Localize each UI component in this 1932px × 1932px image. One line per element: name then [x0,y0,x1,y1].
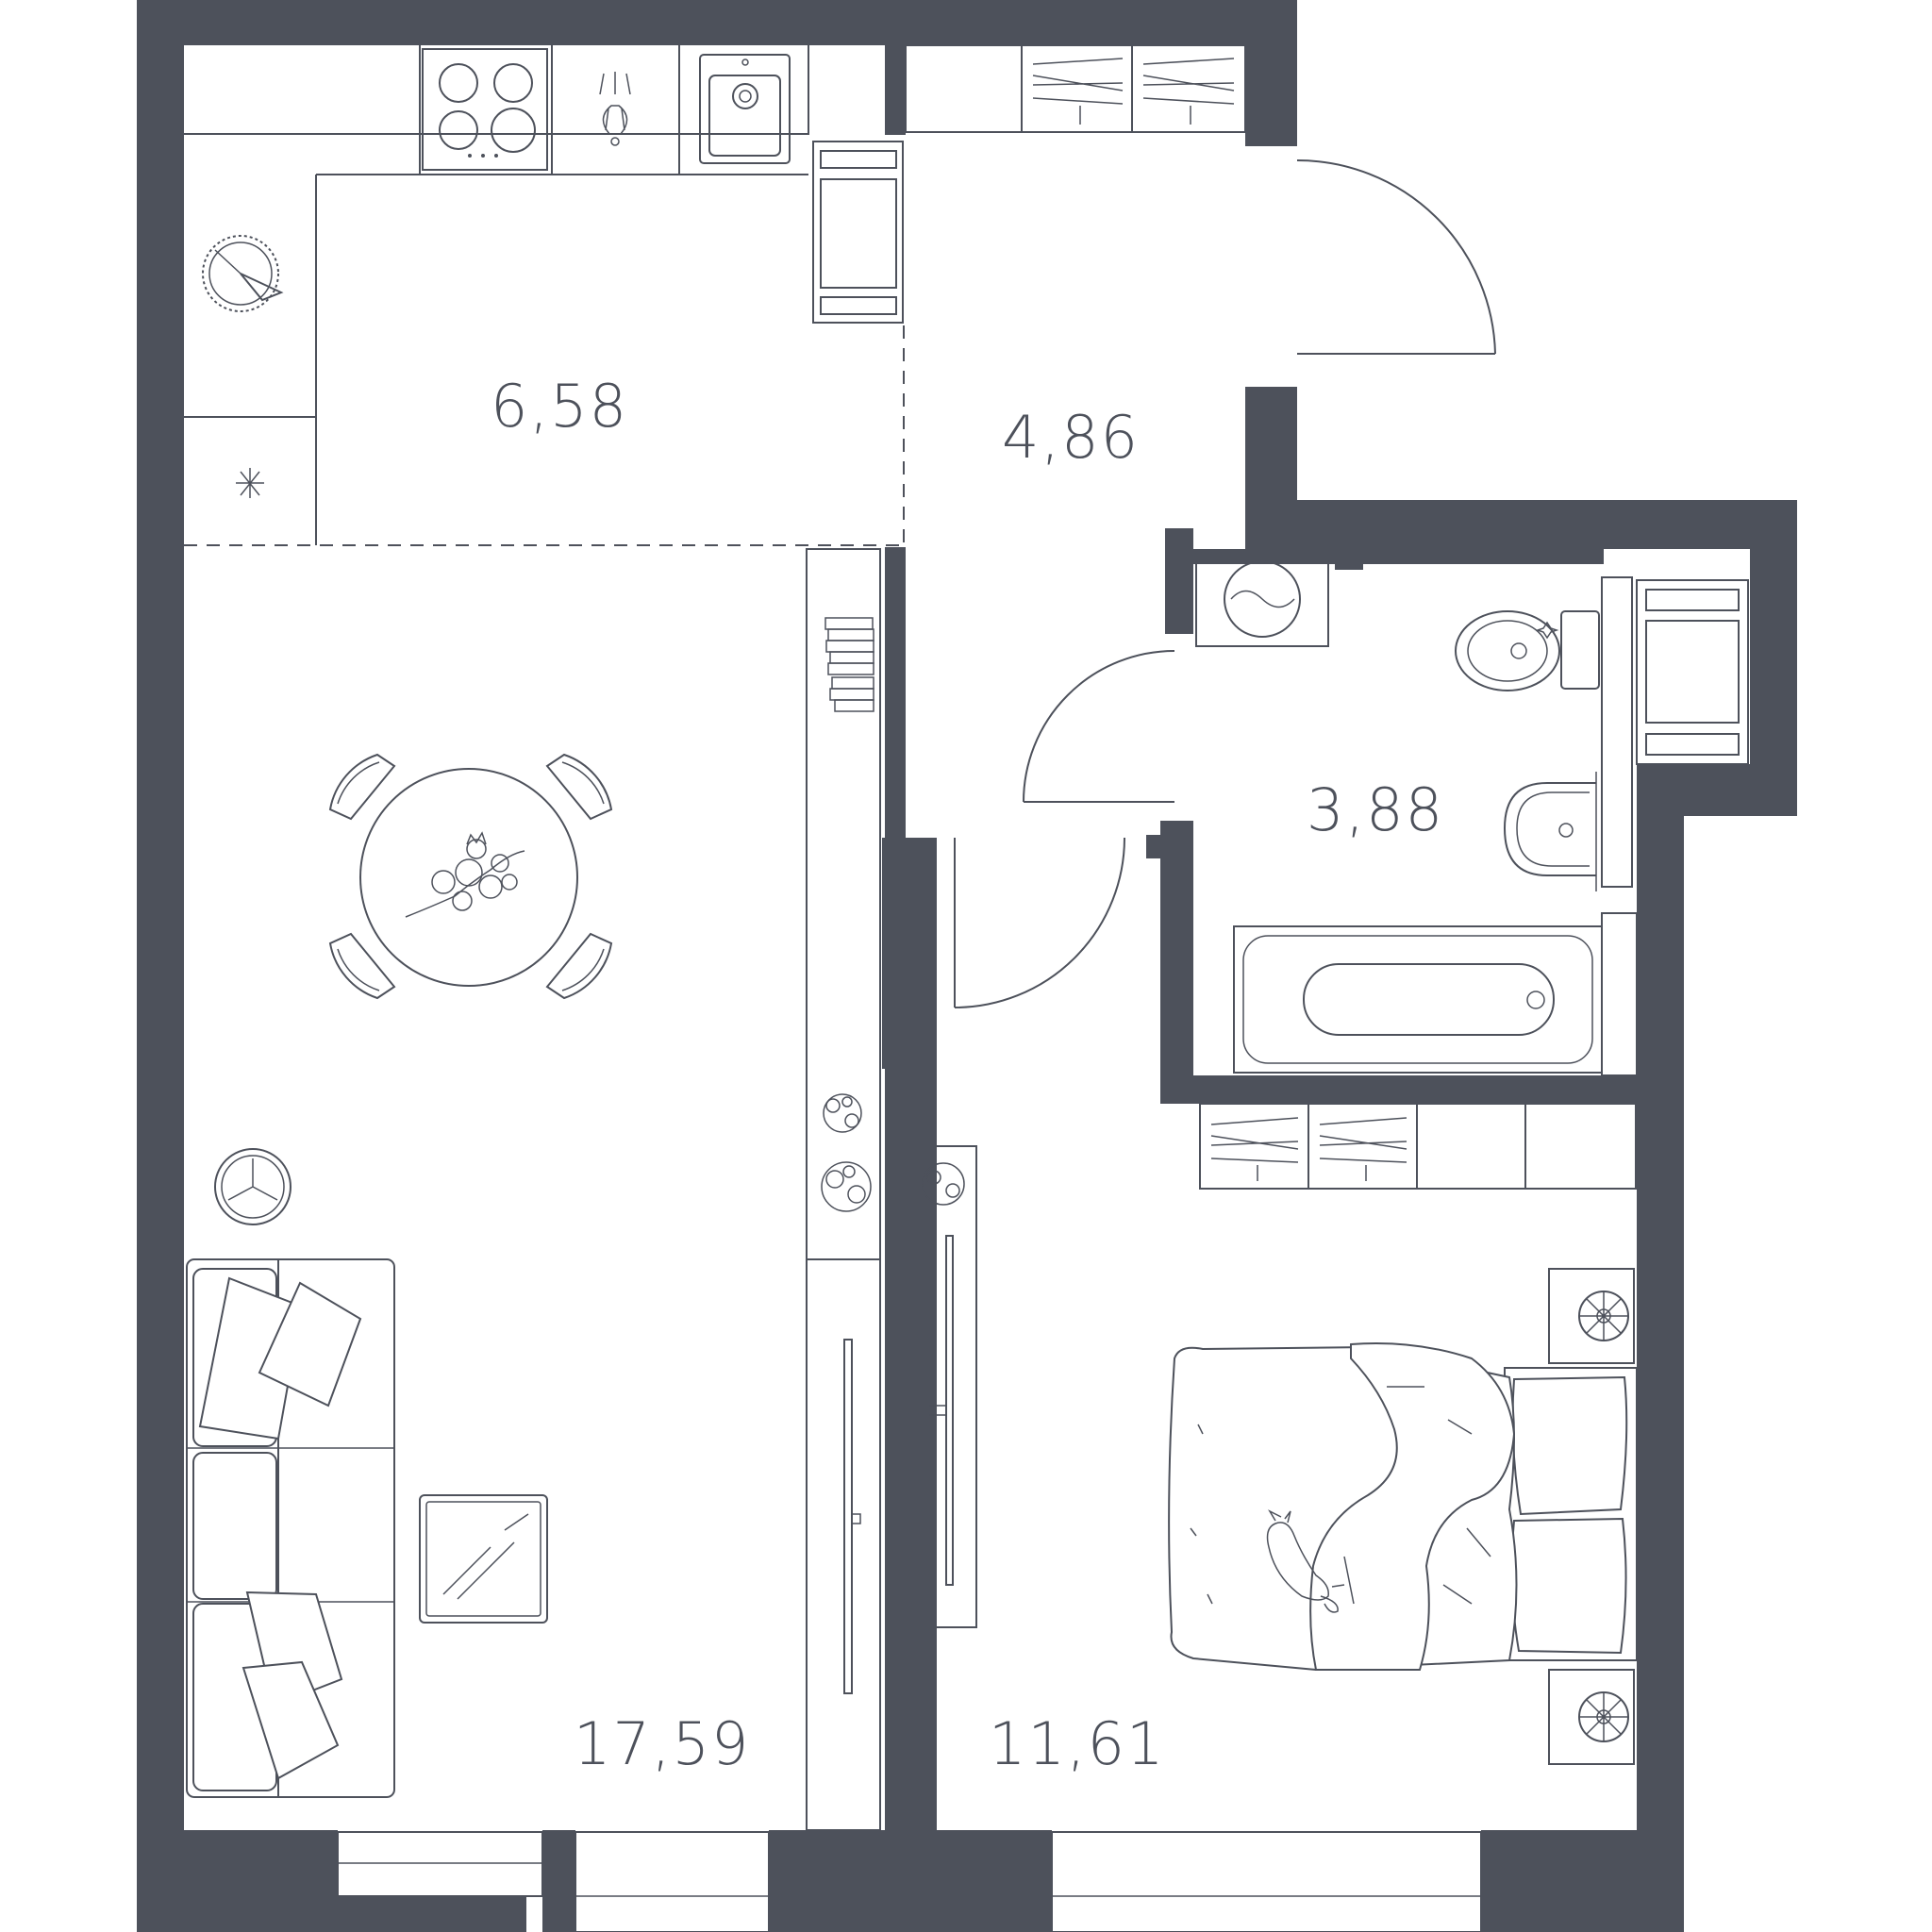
entrance-door[interactable] [1296,159,1496,355]
sink-icon [699,54,791,164]
bathroom: 3,88 [1195,551,1749,1076]
hallway: 4,86 [905,44,1496,1008]
washing-machine-icon [1195,551,1329,647]
window-living-2 [575,1831,770,1932]
kitchen-counter-outline [184,45,809,545]
living-room-area-label: 17,59 [574,1709,751,1778]
bath-sink-icon [1503,772,1597,891]
bottom-wall-1 [338,1896,526,1932]
cushion [198,1276,362,1780]
stove-icon [422,48,548,171]
plant-icon [823,1093,862,1133]
wardrobe-bedroom [1199,1103,1637,1190]
wardrobe-hall [905,44,1246,133]
bathroom-area-label: 3,88 [1307,775,1444,844]
bath-left-wall-top [1165,528,1193,634]
sparkle-icon [236,468,264,498]
bedroom: 11,61 [914,1103,1638,1778]
living-shelf [806,548,881,1831]
plant-icon [821,1161,872,1212]
bedroom-area-label: 11,61 [989,1709,1166,1778]
bathroom-door[interactable] [1023,650,1175,803]
books [824,617,874,712]
nightstand-top [1548,1268,1635,1364]
tv-icon [929,1235,954,1586]
bathtub-icon [1233,925,1603,1074]
bath-shelf [1601,576,1749,1076]
central-wall-mid [885,547,906,840]
plant-icon [922,1162,965,1206]
cake-icon [202,235,284,312]
bath-inner-divider [1335,549,1363,570]
window-bedroom [1051,1831,1482,1932]
window-living-1 [337,1831,543,1897]
nightstand-bottom [1548,1669,1635,1765]
bath-top-wall [1245,500,1797,549]
bottom-wall-4 [1481,1830,1684,1932]
bath-left-jamb [1146,835,1193,858]
floor-lamp-icon [214,1148,291,1225]
living-room: 17,59 [186,548,881,1831]
bed-icon [1168,1342,1638,1672]
flower-bouquet [405,831,525,918]
bottom-wall-3 [769,1830,1052,1932]
toilet-icon [1455,610,1600,691]
coffee-table [419,1494,548,1624]
kitchen-area-label: 6,58 [491,372,628,441]
central-wall-jamb [882,838,937,1069]
fridge [812,141,904,324]
dining-table-icon [328,753,613,1000]
windows [337,1831,1482,1932]
bedroom-door[interactable] [954,837,1125,1008]
bath-bottom-wall [1160,1075,1637,1104]
bedroom-tv-stand [914,1145,977,1628]
bottom-wall-2 [542,1830,575,1932]
bath-left-wall-bottom [1160,821,1193,1104]
central-wall-upper [885,45,906,135]
sofa-icon [186,1258,395,1798]
kitchen: 6,58 [184,45,904,545]
tv-icon [843,1339,861,1694]
walls [137,0,1797,1932]
hallway-area-label: 4,86 [1002,403,1140,472]
far-right-wall [1750,500,1797,816]
cat-icon [1266,1509,1345,1613]
central-wall-lower [885,1066,937,1838]
wine-glass-icon [599,72,631,146]
right-wall-lower [1637,764,1684,1932]
